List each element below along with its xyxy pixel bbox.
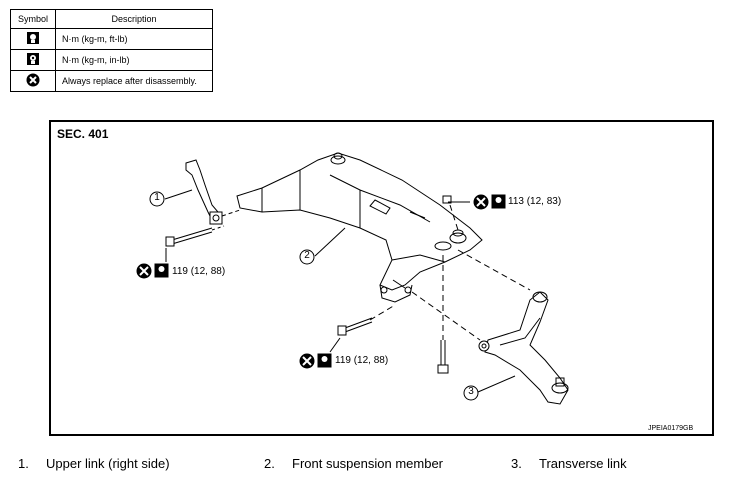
- bolt-transverse-link: [337, 317, 373, 336]
- bolt-upper-link: [165, 225, 225, 247]
- guide-lines: [369, 204, 531, 341]
- callout-circles: [149, 191, 479, 401]
- part-1: 1. Upper link (right side): [18, 456, 170, 471]
- part-3-number: 3.: [511, 456, 522, 471]
- callout-leaders: [164, 189, 516, 393]
- part-1-name: Upper link (right side): [46, 456, 170, 471]
- legend-row-3-description: Always replace after disassembly.: [55, 70, 213, 92]
- part-2: 2. Front suspension member: [264, 456, 443, 471]
- part-1-number: 1.: [18, 456, 29, 471]
- callout-2: 2: [304, 250, 310, 261]
- diagram-frame: [49, 120, 714, 436]
- front-suspension-member: [236, 152, 483, 303]
- figure-code: JPEIA0179GB: [648, 425, 694, 432]
- bolt-lower-vertical: [437, 340, 449, 374]
- part-2-number: 2.: [264, 456, 275, 471]
- torque-label-lower-bolt: 119 (12, 88): [335, 355, 389, 366]
- upper-link: [185, 159, 241, 225]
- part-2-name: Front suspension member: [292, 456, 444, 471]
- callout-1: 1: [154, 192, 160, 203]
- part-3: 3. Transverse link: [511, 456, 627, 471]
- torque-symbols: [136, 194, 506, 369]
- torque-label-nut: 113 (12, 83): [508, 196, 562, 207]
- nut-top: [442, 195, 452, 204]
- section-label: SEC. 401: [57, 127, 109, 141]
- torque-wrench-icon: [10, 28, 56, 50]
- legend-table: Symbol Description N·m (kg-m, ft-lb) N·m…: [10, 9, 213, 92]
- callout-3: 3: [468, 386, 474, 397]
- torque-label-upper-bolt: 119 (12, 88): [172, 266, 226, 277]
- transverse-link: [478, 291, 569, 405]
- part-3-name: Transverse link: [539, 456, 627, 471]
